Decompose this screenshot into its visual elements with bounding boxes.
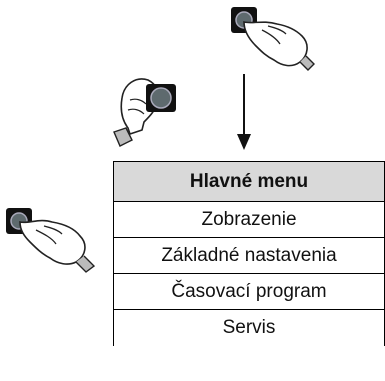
menu-item-casovaci-program[interactable]: Časovací program	[114, 274, 384, 310]
hand-press-knob-icon	[0, 196, 100, 276]
main-menu: Hlavné menu Zobrazenie Základné nastaven…	[113, 161, 385, 346]
menu-title: Hlavné menu	[114, 162, 384, 202]
menu-item-servis[interactable]: Servis	[222, 317, 276, 338]
hand-rotate-knob-icon	[108, 70, 193, 152]
menu-item-zakladne-nastavenia[interactable]: Základné nastavenia	[114, 238, 384, 274]
hand-press-knob-icon	[222, 0, 317, 78]
menu-item-zobrazenie[interactable]: Zobrazenie	[114, 202, 384, 238]
arrow-down-icon	[234, 74, 254, 152]
